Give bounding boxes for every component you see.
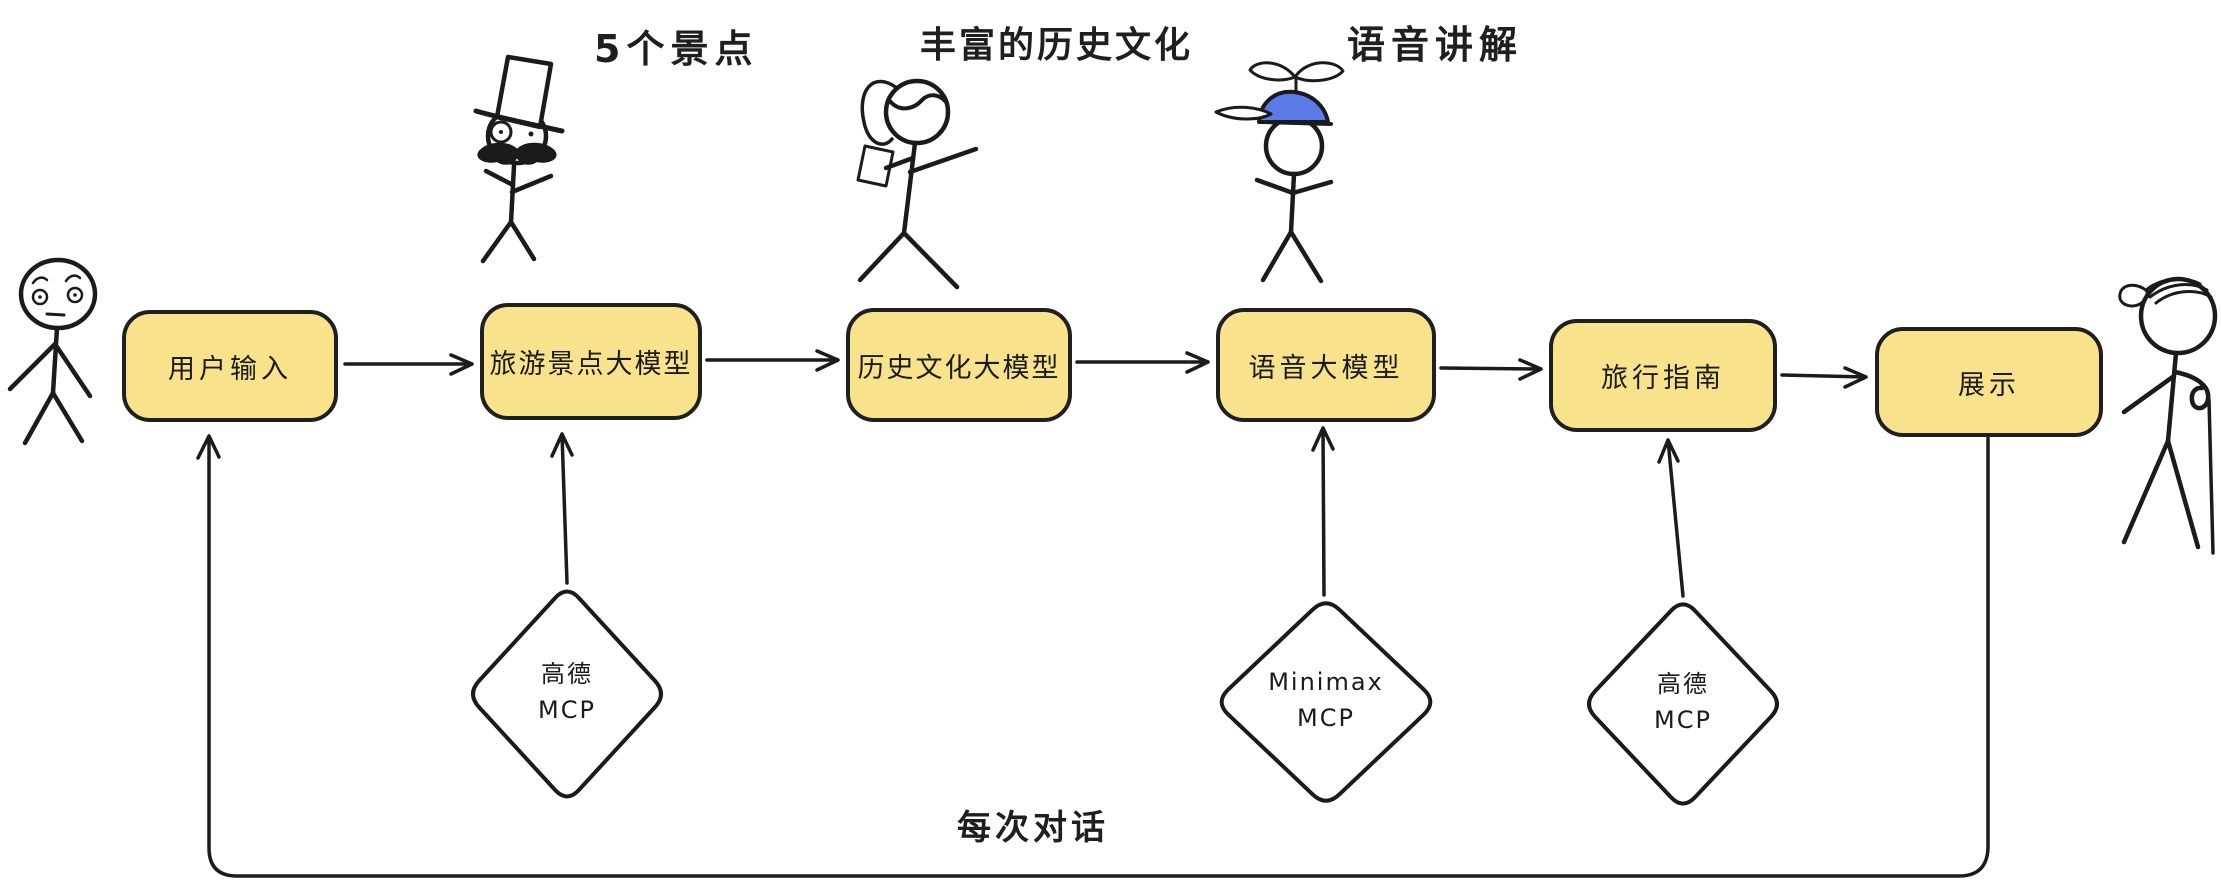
flow-node-display[interactable]: 展示: [1875, 327, 2103, 437]
annotation-history: 丰富的历史文化: [920, 25, 1194, 66]
bun-hair-viewer-figure-icon: [2118, 276, 2218, 555]
diamond-label-minimax-mcp-voice: Minimax MCP: [1236, 664, 1416, 736]
arrow-amap2-to-guide: [1657, 438, 1685, 598]
propeller-cap-boy-figure-icon: [1214, 61, 1345, 284]
arrow-attractions-to-history: [705, 349, 840, 372]
annotation-attractions: 5个景点: [594, 27, 759, 71]
diamond-minimax-mcp-voice[interactable]: [1219, 601, 1433, 803]
arrow-voice-to-guide: [1439, 358, 1543, 381]
minimax-mcp-line2: MCP: [1297, 704, 1355, 732]
flow-node-voice-model[interactable]: 语音大模型: [1216, 308, 1436, 422]
amap-mcp-1-line2: MCP: [538, 696, 596, 724]
annotation-loop: 每次对话: [957, 808, 1109, 848]
arrow-history-to-voice: [1075, 351, 1210, 374]
diamond-label-amap-mcp-guide: 高德 MCP: [1593, 666, 1773, 738]
arrow-feedback-loop: [196, 434, 1991, 878]
ponytail-phone-girl-figure-icon: [856, 78, 979, 290]
flow-node-attractions-model[interactable]: 旅游景点大模型: [480, 303, 702, 420]
arrow-user-to-attractions: [343, 353, 474, 376]
diamond-amap-mcp-guide[interactable]: [1587, 602, 1779, 806]
arrow-minimax-to-voice: [1311, 426, 1335, 597]
amap-mcp-1-line1: 高德: [541, 660, 593, 688]
arrow-guide-to-display: [1780, 366, 1868, 389]
diamond-label-amap-mcp-attractions: 高德 MCP: [477, 656, 657, 728]
flow-node-travel-guide[interactable]: 旅行指南: [1549, 319, 1777, 432]
minimax-mcp-line1: Minimax: [1268, 668, 1384, 696]
diamond-amap-mcp-attractions[interactable]: [471, 589, 663, 799]
arrow-amap1-to-attractions: [550, 432, 574, 585]
flow-node-user-input[interactable]: 用户输入: [122, 310, 338, 422]
skeptical-user-figure-icon: [7, 257, 98, 446]
amap-mcp-2-line2: MCP: [1654, 706, 1712, 734]
amap-mcp-2-line1: 高德: [1657, 670, 1709, 698]
tophat-mustache-figure-icon: [473, 54, 565, 264]
annotation-voice: 语音讲解: [1347, 23, 1524, 67]
flow-node-history-model[interactable]: 历史文化大模型: [846, 308, 1072, 422]
